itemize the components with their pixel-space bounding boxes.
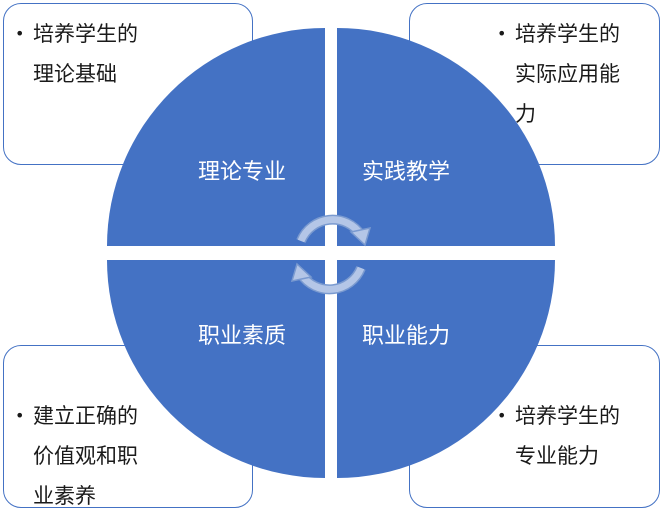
callout-bullet-bottom-left: • — [15, 406, 25, 425]
callout-text-bottom-left: 建立正确的 价值观和职 业素养 — [33, 404, 138, 508]
quadrant-label-theory: 理论专业 — [198, 160, 287, 185]
quadrant-bottom-left — [107, 260, 325, 478]
quadrant-label-practice: 实践教学 — [362, 160, 451, 185]
callout-text-top-right: 培养学生的 实际应用能 力 — [515, 22, 620, 126]
callout-text-bottom-right: 培养学生的 专业能力 — [515, 404, 620, 468]
quadrant-top-right — [337, 28, 555, 246]
quadrant-label-ability: 职业能力 — [362, 324, 451, 349]
callout-bullet-bottom-right: • — [497, 406, 507, 425]
callout-text-top-left: 培养学生的 理论基础 — [33, 22, 138, 86]
callout-bullet-top-right: • — [497, 24, 507, 43]
quadrant-bottom-right — [337, 260, 555, 478]
quadrant-top-left — [107, 28, 325, 246]
callout-bullet-top-left: • — [15, 24, 25, 43]
quadrant-label-quality: 职业素质 — [198, 324, 287, 349]
circular-arrows-icon — [290, 214, 372, 295]
